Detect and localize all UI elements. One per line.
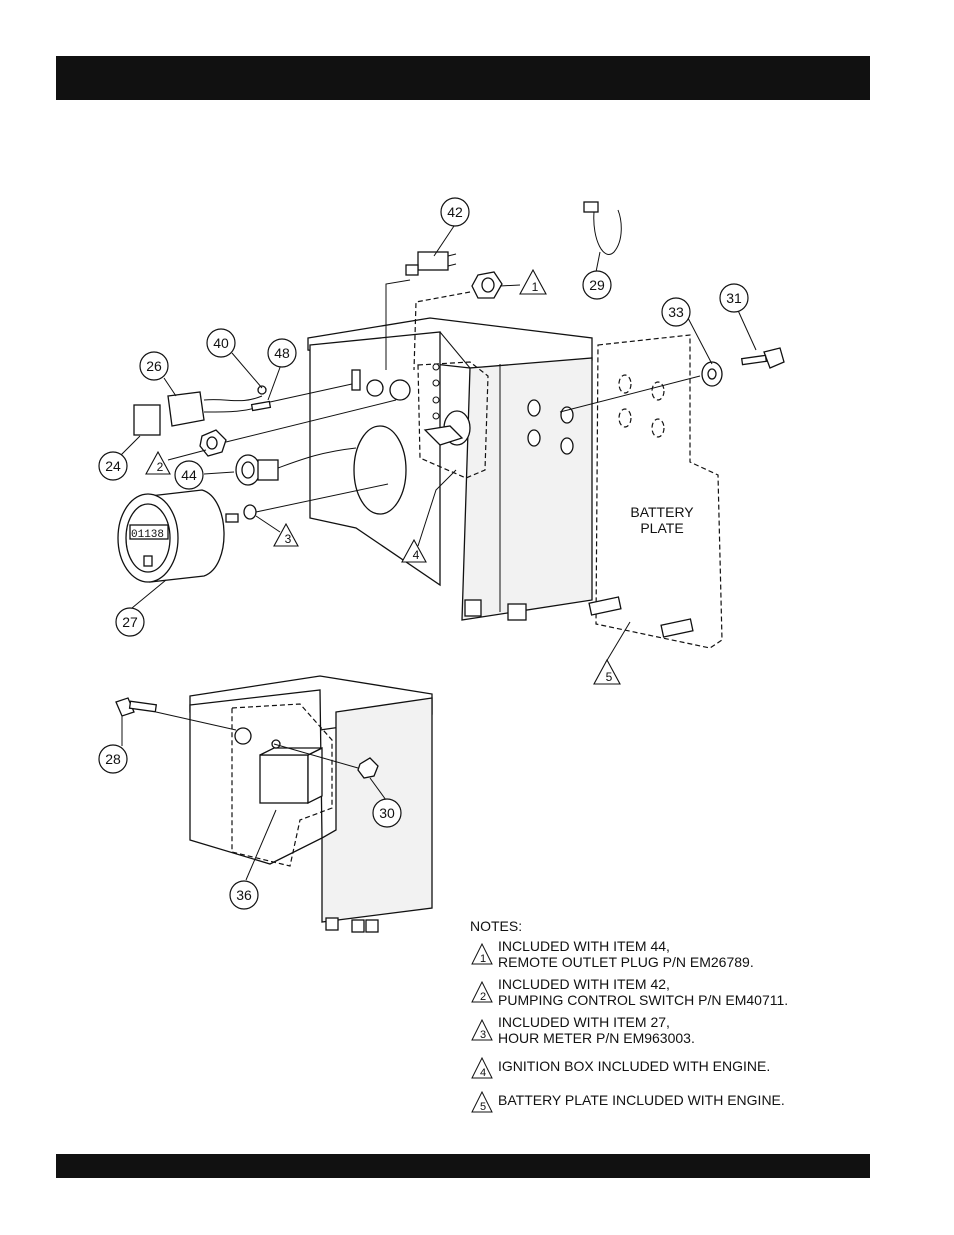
triangle-marker-2: 2: [145, 450, 171, 475]
battery-washer: [701, 361, 723, 387]
svg-text:31: 31: [726, 290, 742, 306]
svg-text:3: 3: [480, 1029, 486, 1041]
note-line: HOUR METER P/N EM963003.: [498, 1030, 695, 1046]
note-line: INCLUDED WITH ITEM 27,: [498, 1014, 670, 1030]
callout-29: 29: [582, 270, 612, 300]
battery-bolt: [740, 347, 785, 369]
note-item: 4 IGNITION BOX INCLUDED WITH ENGINE.: [470, 1052, 890, 1080]
svg-text:27: 27: [122, 614, 138, 630]
callout-30: 30: [372, 798, 402, 828]
callout-26: 26: [139, 351, 169, 381]
svg-text:24: 24: [105, 458, 121, 474]
callout-42: 42: [440, 197, 470, 227]
battery-plate: [588, 334, 723, 649]
header-bar: [56, 56, 870, 100]
svg-text:4: 4: [480, 1067, 486, 1079]
svg-text:30: 30: [379, 805, 395, 821]
ignition-box: [417, 361, 489, 479]
note-line: PUMPING CONTROL SWITCH P/N EM40711.: [498, 992, 789, 1008]
footer-bar: [56, 1154, 870, 1178]
callout-24: 24: [98, 451, 128, 481]
note-triangle-marker: 3: [471, 1018, 493, 1041]
relay-nut: [273, 743, 379, 779]
svg-text:29: 29: [589, 277, 605, 293]
svg-text:33: 33: [668, 304, 684, 320]
triangle-marker-3: 3: [273, 522, 299, 547]
svg-text:36: 36: [236, 887, 252, 903]
triangle-marker-4: 4: [401, 538, 427, 563]
remote-outlet-plug: [235, 447, 357, 486]
callout-36: 36: [229, 880, 259, 910]
svg-text:3: 3: [285, 532, 292, 546]
svg-text:28: 28: [105, 751, 121, 767]
notes-heading: NOTES:: [470, 918, 523, 934]
svg-text:1: 1: [480, 953, 486, 965]
pumping-control-switch: [385, 251, 457, 370]
callout-40: 40: [206, 328, 236, 358]
callout-28: 28: [98, 744, 128, 774]
note-triangle-marker: 4: [471, 1056, 493, 1079]
hour-meter: 01138: [117, 483, 389, 583]
svg-text:5: 5: [606, 670, 613, 684]
note-line: INCLUDED WITH ITEM 44,: [498, 938, 670, 954]
svg-text:2: 2: [157, 460, 164, 474]
wire-harness: [583, 201, 622, 255]
svg-text:42: 42: [447, 204, 463, 220]
note-item: 3 INCLUDED WITH ITEM 27, HOUR METER P/N …: [470, 1014, 890, 1046]
outlet-nut: [199, 399, 397, 457]
note-triangle-marker: 2: [471, 980, 493, 1003]
callout-31: 31: [719, 283, 749, 313]
svg-text:26: 26: [146, 358, 162, 374]
svg-text:5: 5: [480, 1101, 486, 1113]
svg-text:4: 4: [413, 548, 420, 562]
battery-plate-label: BATTERY PLATE: [630, 504, 694, 536]
note-line: INCLUDED WITH ITEM 42,: [498, 976, 670, 992]
note-line: BATTERY PLATE INCLUDED WITH ENGINE.: [498, 1092, 785, 1108]
svg-text:44: 44: [181, 467, 197, 483]
triangle-marker-1: 1: [519, 268, 547, 295]
note-item: 1 INCLUDED WITH ITEM 44, REMOTE OUTLET P…: [470, 938, 890, 970]
svg-text:1: 1: [532, 280, 539, 294]
note-item: 2 INCLUDED WITH ITEM 42, PUMPING CONTROL…: [470, 976, 890, 1008]
callout-27: 27: [115, 607, 145, 637]
note-triangle-marker: 5: [471, 1090, 493, 1113]
callout-44: 44: [174, 460, 204, 490]
note-line: IGNITION BOX INCLUDED WITH ENGINE.: [498, 1058, 771, 1074]
note-triangle-marker: 1: [471, 942, 493, 965]
notes-block: NOTES: 1 INCLUDED WITH ITEM 44, REMOTE O…: [470, 918, 890, 1120]
control-box: [307, 317, 593, 621]
meter-digits: 01138: [131, 529, 164, 541]
svg-text:48: 48: [274, 345, 290, 361]
callout-33: 33: [661, 297, 691, 327]
lower-box: [189, 675, 433, 933]
callout-48: 48: [267, 338, 297, 368]
note-line: REMOTE OUTLET PLUG P/N EM26789.: [498, 954, 754, 970]
switch-nut: [413, 271, 503, 371]
svg-text:40: 40: [213, 335, 229, 351]
relay-bolt: [115, 697, 237, 731]
svg-text:2: 2: [480, 991, 486, 1003]
note-item: 5 BATTERY PLATE INCLUDED WITH ENGINE.: [470, 1086, 890, 1114]
wire-connectors: [133, 383, 353, 436]
triangle-marker-5: 5: [593, 658, 621, 685]
